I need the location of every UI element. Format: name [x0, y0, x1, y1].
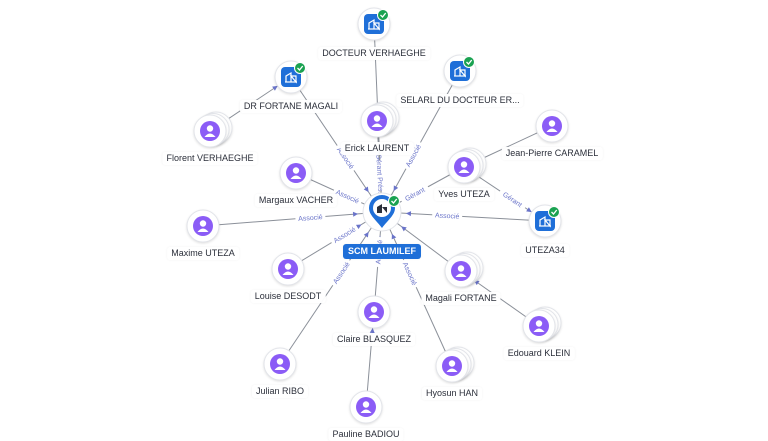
edge-arrow [272, 85, 278, 91]
edge-arrow [526, 207, 532, 213]
node-n17[interactable] [349, 390, 383, 424]
node-label-n13[interactable]: Claire BLASQUEZ [332, 333, 416, 346]
person-icon [542, 116, 562, 136]
node-n4[interactable] [360, 101, 400, 138]
node-layer [186, 7, 569, 424]
check-badge-icon [548, 206, 560, 218]
person-icon [270, 354, 290, 374]
person-icon [454, 157, 474, 177]
check-badge-icon [463, 56, 475, 68]
node-n16[interactable] [435, 346, 475, 383]
person-icon [529, 316, 549, 336]
edge-arrow [369, 327, 375, 334]
node-label-n15[interactable]: Julian RIBO [251, 385, 309, 398]
node-label-n6[interactable]: Jean-Pierre CARAMEL [501, 147, 603, 160]
edge-arrow [352, 211, 359, 217]
node-n11[interactable] [271, 252, 305, 286]
edge-arrow [401, 226, 407, 232]
edge-arrow [363, 186, 369, 193]
node-label-n9[interactable]: Maxime UTEZA [167, 247, 239, 260]
node-n1[interactable] [357, 7, 391, 41]
edge-label-bg [432, 209, 463, 221]
node-label-n7[interactable]: Margaux VACHER [254, 194, 338, 207]
edge-n9-c[interactable] [202, 211, 383, 227]
node-n6[interactable] [535, 109, 569, 143]
person-icon [356, 397, 376, 417]
node-n15[interactable] [263, 347, 297, 381]
person-icon [193, 216, 213, 236]
edge-arrow [391, 233, 397, 240]
person-icon [451, 261, 471, 281]
node-n12[interactable] [444, 251, 484, 288]
check-badge-icon [388, 195, 400, 207]
edge-label: Associé [435, 212, 460, 220]
node-label-n10[interactable]: UTEZA34 [521, 244, 569, 257]
node-label-n16[interactable]: Hyosun HAN [421, 387, 483, 400]
edge-label-bg [328, 222, 360, 246]
center-node-label[interactable]: SCM LAUMILEF [343, 244, 421, 259]
check-badge-icon [377, 9, 389, 21]
edge-label: Associé [298, 214, 323, 223]
edge-arrow [363, 231, 369, 238]
edge-label-bg [401, 140, 424, 171]
node-label-n2[interactable]: DR FORTANE MAGALI [239, 100, 343, 113]
person-icon [200, 121, 220, 141]
node-label-n5[interactable]: Florent VERHAEGHE [162, 152, 258, 165]
center-node[interactable] [362, 192, 402, 232]
edge-label-bg [328, 257, 353, 288]
person-icon [364, 302, 384, 322]
node-label-n17[interactable]: Pauline BADIOU [328, 428, 404, 441]
node-label-n8[interactable]: Yves UTEZA [434, 188, 494, 201]
building-icon [377, 204, 387, 213]
edge-label-bg [375, 160, 386, 191]
node-n5[interactable] [193, 111, 233, 148]
person-icon [367, 111, 387, 131]
edge-label-bg [333, 142, 359, 173]
node-n10[interactable] [528, 204, 562, 238]
person-icon [286, 163, 306, 183]
node-n9[interactable] [186, 209, 220, 243]
node-n2[interactable] [274, 60, 308, 94]
node-label-n12[interactable]: Magali FORTANE [421, 292, 501, 305]
edge-label-bg [497, 186, 528, 212]
edge-arrow [393, 185, 399, 191]
check-badge-icon [294, 62, 306, 74]
node-label-n4[interactable]: Erick LAURENT [340, 142, 414, 155]
node-label-n3[interactable]: SELARL DU DOCTEUR ER... [396, 94, 524, 107]
node-n14[interactable] [522, 306, 562, 343]
node-n7[interactable] [279, 156, 313, 190]
person-icon [442, 356, 462, 376]
edge-arrow [355, 224, 362, 230]
edge-arrow [405, 211, 412, 217]
edge-label-bg [332, 185, 364, 207]
node-label-n11[interactable]: Louise DESODT [250, 290, 326, 303]
edge-n15-c[interactable] [279, 211, 383, 365]
edge-label-bg [399, 182, 430, 205]
edge-label-bg [400, 257, 421, 289]
node-label-n1[interactable]: DOCTEUR VERHAEGHE [318, 47, 430, 60]
node-n3[interactable] [443, 54, 477, 88]
edge-label: Gérant Prés... [374, 154, 383, 198]
edge-label-bg [295, 211, 326, 223]
node-n13[interactable] [357, 295, 391, 329]
person-icon [278, 259, 298, 279]
node-label-n14[interactable]: Edouard KLEIN [503, 347, 575, 360]
node-n8[interactable] [447, 147, 487, 184]
